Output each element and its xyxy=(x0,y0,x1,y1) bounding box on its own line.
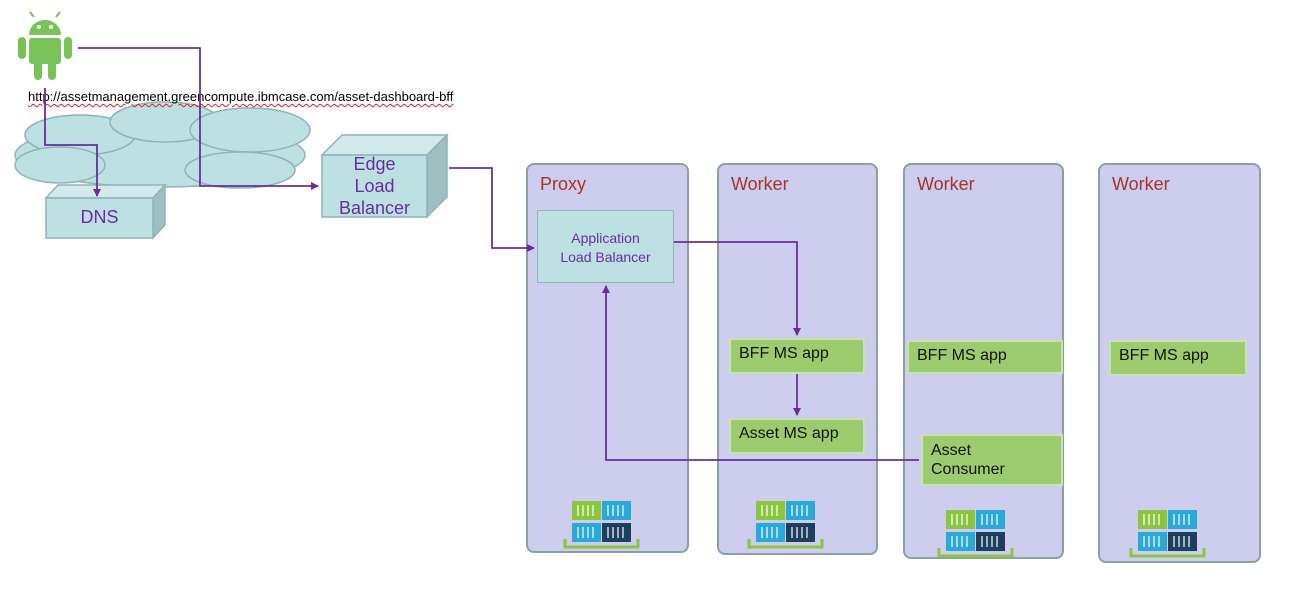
edge-lb-label: Edge Load Balancer xyxy=(322,153,427,219)
proxy-title: Proxy xyxy=(540,174,587,194)
request-url: http://assetmanagement.greencompute.ibmc… xyxy=(28,89,454,104)
alb-label-line2: Load Balancer xyxy=(560,249,651,265)
bff-ms-app: BFF MS app xyxy=(729,338,865,374)
cloud-icon xyxy=(14,101,311,189)
worker-title: Worker xyxy=(917,174,975,194)
worker-title: Worker xyxy=(1112,174,1170,194)
asset-consumer-line2: Consumer xyxy=(931,461,1005,478)
application-load-balancer: Application Load Balancer xyxy=(537,210,674,283)
bff-ms-app-label: BFF MS app xyxy=(917,347,1007,364)
asset-ms-app: Asset MS app xyxy=(729,418,865,454)
edge-lb-line3: Balancer xyxy=(338,198,411,218)
asset-consumer-line1: Asset xyxy=(931,442,972,459)
arrow-consumer-to-alb xyxy=(602,285,919,461)
arrow-android-to-dns xyxy=(44,88,101,197)
edge-lb-line2: Load xyxy=(354,176,395,196)
worker-title: Worker xyxy=(731,174,789,194)
alb-label-line1: Application xyxy=(571,230,640,246)
asset-consumer: Asset Consumer xyxy=(921,434,1063,486)
android-icon xyxy=(18,11,72,80)
bff-ms-app: BFF MS app xyxy=(1109,340,1247,376)
asset-ms-app-label: Asset MS app xyxy=(739,425,839,442)
dns-label: DNS xyxy=(80,207,119,227)
edge-load-balancer-box xyxy=(320,133,449,219)
dns-box xyxy=(44,183,167,240)
edge-lb-line1: Edge xyxy=(353,154,396,174)
bff-ms-app: BFF MS app xyxy=(907,340,1063,374)
arrow-edge-lb-to-alb xyxy=(449,167,535,252)
bff-ms-app-label: BFF MS app xyxy=(1119,347,1209,364)
arrow-android-to-edge-lb xyxy=(78,47,319,190)
bff-ms-app-label: BFF MS app xyxy=(739,345,829,362)
arrow-alb-to-bff xyxy=(674,241,801,336)
